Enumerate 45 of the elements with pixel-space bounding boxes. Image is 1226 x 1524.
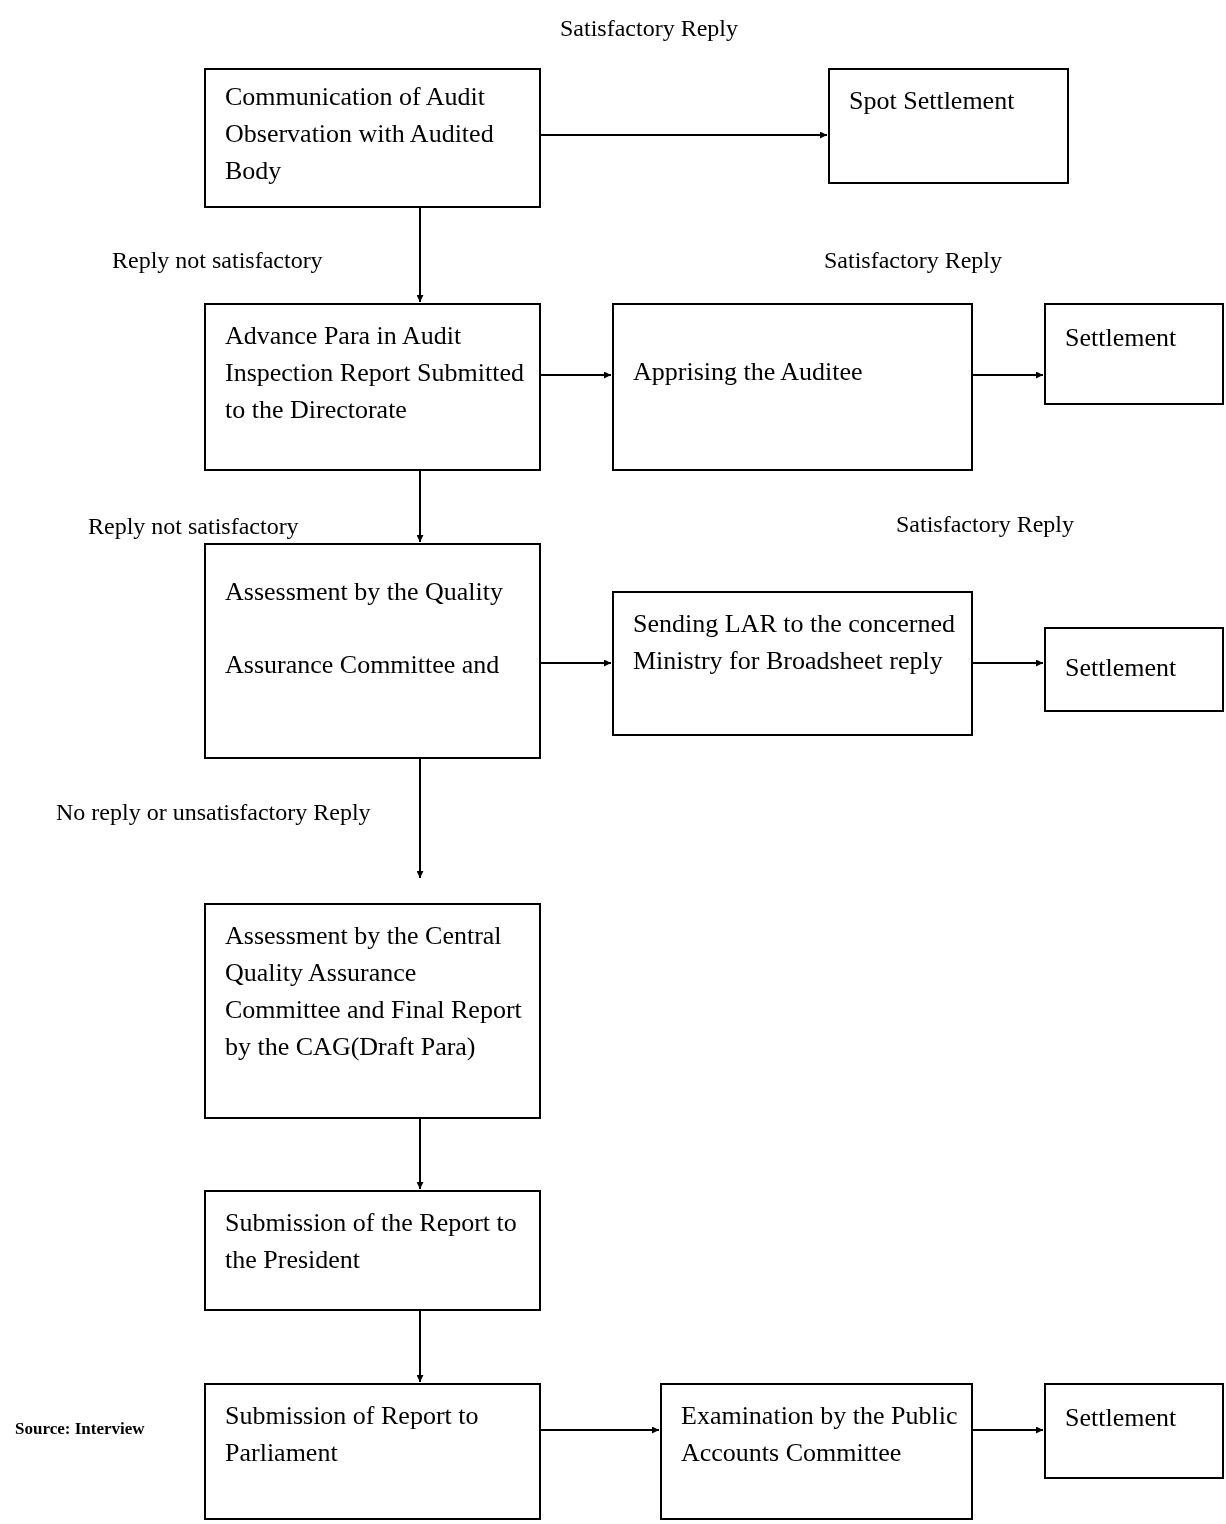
step-text: Settlement [1065,1402,1178,1434]
step-text: Assessment by the Quality Assurance Committee and [225,576,505,681]
step-text: Settlement [1065,322,1178,354]
flow-label: No reply or unsatisfactory Reply [56,798,372,827]
step-text: Apprising the Auditee [633,356,864,388]
process-box [204,903,541,1119]
process-box [204,543,541,759]
arrow [540,1426,660,1434]
step-text: Advance Para in Audit Inspection Report Submitted to the Directorate [225,320,525,426]
process-box [1044,627,1224,712]
process-box [204,1383,541,1520]
flow-label: Reply not satisfactory [112,246,324,275]
step-text: Submission of the Report to the President [225,1207,518,1276]
process-box [612,591,973,736]
step-text: Spot Settlement [849,85,1016,117]
arrow [972,659,1044,667]
flow-label: Satisfactory Reply [896,510,1075,539]
step-text: Examination by the Public Accounts Committee [681,1400,959,1469]
arrow [416,1118,424,1190]
arrow [540,371,612,379]
process-box [660,1383,973,1520]
step-text: Assessment by the Central Quality Assurance Committee and Final Report by the CAG(Draft Para) [225,920,523,1063]
arrow [416,1310,424,1383]
process-box [1044,303,1224,405]
process-box [204,68,541,208]
flow-label: Reply not satisfactory [88,512,300,541]
process-box [828,68,1069,184]
step-text: Settlement [1065,652,1178,684]
process-box [1044,1383,1224,1479]
arrow [416,207,424,303]
arrow [540,659,612,667]
flow-label: Satisfactory Reply [824,246,1003,275]
flow-label: Satisfactory Reply [560,14,739,43]
arrow [972,1426,1044,1434]
arrow [972,371,1044,379]
process-box [612,303,973,471]
arrow [416,758,424,879]
arrow [540,131,828,139]
process-box [204,1190,541,1311]
source-note: Source: Interview [15,1418,146,1440]
step-text: Sending LAR to the concerned Ministry for Broadsheet reply [633,608,957,677]
step-text: Submission of Report to Parliament [225,1400,480,1469]
step-text: Communication of Audit Observation with Audited Body [225,81,495,187]
process-box [204,303,541,471]
arrow [416,470,424,543]
